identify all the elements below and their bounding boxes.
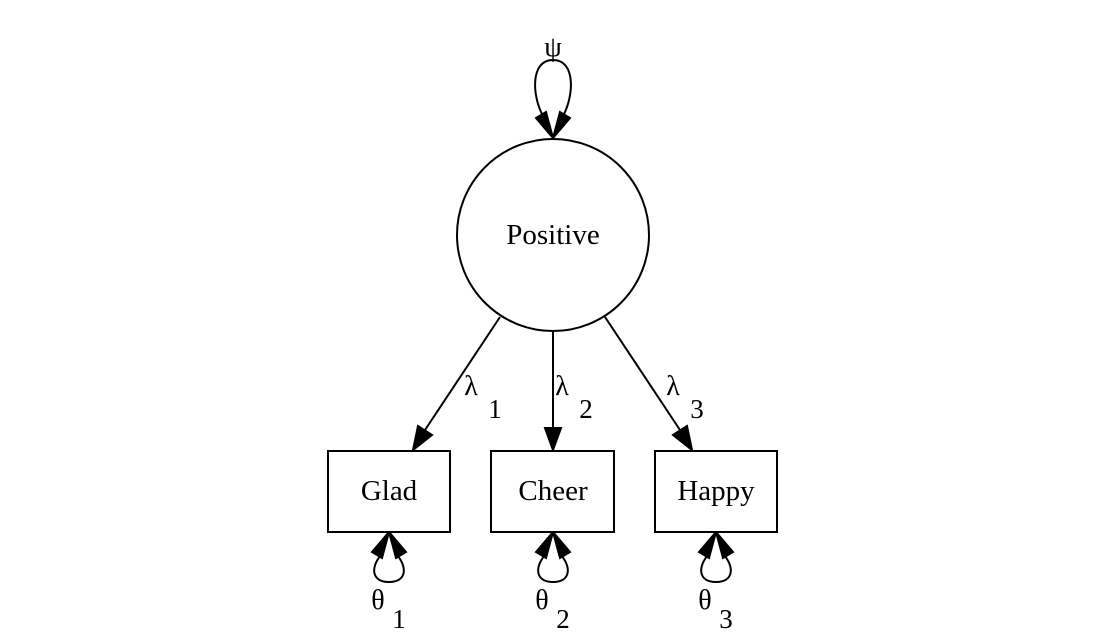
residual-label-2: θ [535,585,548,616]
latent-node-positive: Positive [456,138,650,332]
indicator-node-happy: Happy [654,450,778,533]
loading-label-3: λ [666,371,680,402]
residual-loop-happy [697,531,735,584]
residual-label-3: θ [698,585,711,616]
loading-subscript-1: 1 [488,394,502,424]
loading-label-2: λ [555,371,569,402]
indicator-label-glad: Glad [361,475,418,507]
latent-node-label: Positive [506,219,599,251]
loading-edge-glad [411,316,501,453]
indicator-label-cheer: Cheer [518,475,588,507]
indicator-node-cheer: Cheer [490,450,615,533]
latent-variance-label: ψ [544,32,562,63]
loading-subscript-3: 3 [690,394,704,424]
loading-edge-cheer [543,331,563,453]
loading-subscript-2: 2 [579,394,593,424]
latent-variance-loop [534,58,572,139]
residual-loop-cheer [534,531,572,584]
loading-label-1: λ [464,371,478,402]
indicator-node-glad: Glad [327,450,451,533]
residual-loop-glad [370,531,408,584]
residual-subscript-1: 1 [392,604,406,634]
loading-edge-happy [604,316,694,453]
residual-subscript-2: 2 [556,604,570,634]
residual-subscript-3: 3 [719,604,733,634]
residual-label-1: θ [371,585,384,616]
indicator-label-happy: Happy [677,475,755,507]
